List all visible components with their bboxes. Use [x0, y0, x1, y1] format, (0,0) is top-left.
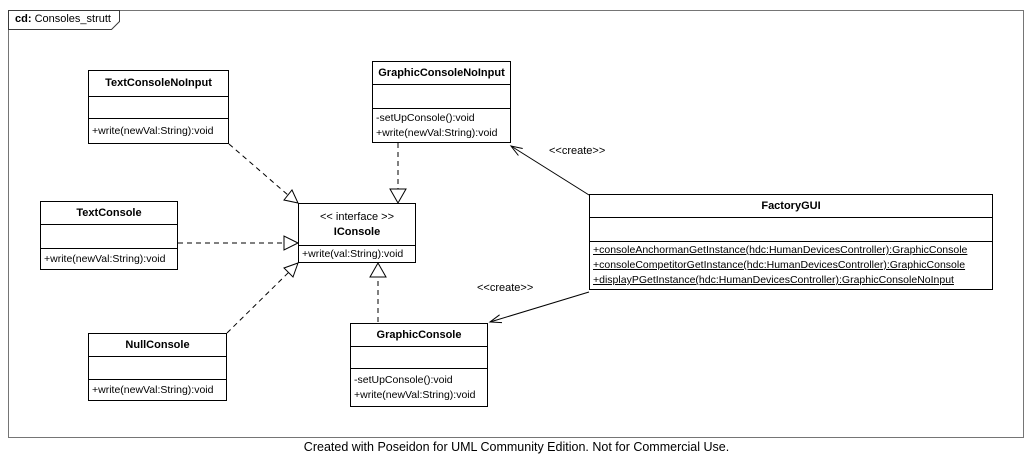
attributes-compartment	[351, 346, 487, 368]
static-method: +displayPGetInstance(hdc:HumanDevicesCon…	[593, 274, 954, 286]
method: -setUpConsole():void	[376, 111, 475, 124]
create-dependency-factorygui-graphicconsolenoinput[interactable]	[509, 145, 590, 196]
class-name: TextConsole	[76, 206, 142, 219]
class-name: GraphicConsoleNoInput	[378, 66, 505, 79]
methods-compartment: +consoleAnchormanGetInstance(hdc:HumanDe…	[590, 241, 992, 289]
realization-textconsolenoinput-iconsole[interactable]	[228, 143, 299, 204]
attributes-compartment	[89, 96, 228, 118]
class-name: NullConsole	[125, 338, 190, 351]
method: +write(newVal:String):void	[92, 383, 214, 396]
frame-tab-label: cd: Consoles_strutt	[15, 13, 111, 25]
frame-tab-kind: cd:	[15, 13, 32, 25]
poseidon-footer-text: Created with Poseidon for UML Community …	[303, 440, 730, 454]
methods-compartment: -setUpConsole():void +write(newVal:Strin…	[351, 368, 487, 406]
class-box-textconsole[interactable]: TextConsole +write(newVal:String):void	[40, 201, 178, 270]
static-method: +consoleCompetitorGetInstance(hdc:HumanD…	[593, 259, 966, 271]
class-box-nullconsole[interactable]: NullConsole +write(newVal:String):void	[88, 333, 227, 401]
frame-tab	[8, 10, 120, 30]
method: +write(val:String):void	[302, 247, 404, 260]
class-box-graphicconsole[interactable]: GraphicConsole -setUpConsole():void +wri…	[350, 323, 488, 407]
method: -setUpConsole():void	[354, 373, 453, 386]
attributes-compartment	[590, 217, 992, 241]
realization-graphicconsolenoinput-iconsole[interactable]	[389, 143, 407, 205]
methods-compartment: +write(val:String):void	[299, 245, 415, 262]
diagram-frame	[8, 10, 1024, 438]
attributes-compartment	[89, 356, 226, 379]
class-box-textconsolenoinput[interactable]: TextConsoleNoInput +write(newVal:String)…	[88, 70, 229, 144]
class-name: TextConsoleNoInput	[105, 77, 212, 89]
attributes-compartment	[41, 224, 177, 248]
create-dependency-factorygui-graphicconsole[interactable]	[488, 291, 590, 324]
methods-compartment: +write(newVal:String):void	[41, 248, 177, 269]
methods-compartment: +write(newVal:String):void	[89, 118, 228, 143]
methods-compartment: +write(newVal:String):void	[89, 379, 226, 400]
create-stereotype-label: <<create>>	[549, 145, 606, 157]
method: +write(newVal:String):void	[44, 252, 166, 265]
class-name: GraphicConsole	[376, 328, 462, 341]
class-name: FactoryGUI	[761, 199, 821, 212]
realization-graphicconsole-iconsole[interactable]	[369, 261, 387, 322]
realization-textconsole-iconsole[interactable]	[178, 235, 300, 251]
static-method: +consoleAnchormanGetInstance(hdc:HumanDe…	[593, 244, 968, 256]
method: +write(newVal:String):void	[354, 388, 476, 401]
stereotype-label: << interface >>	[320, 210, 394, 223]
attributes-compartment	[373, 84, 510, 108]
method: +write(newVal:String):void	[92, 124, 214, 137]
class-box-iconsole[interactable]: << interface >> IConsole +write(val:Stri…	[298, 203, 416, 263]
class-box-graphicconsolenoinput[interactable]: GraphicConsoleNoInput -setUpConsole():vo…	[372, 61, 511, 143]
create-stereotype-label: <<create>>	[477, 282, 534, 294]
frame-tab-title: Consoles_strutt	[34, 13, 111, 25]
class-box-factorygui[interactable]: FactoryGUI +consoleAnchormanGetInstance(…	[589, 194, 993, 290]
realization-nullconsole-iconsole[interactable]	[226, 262, 299, 334]
class-name: << interface >> IConsole	[320, 210, 394, 238]
methods-compartment: -setUpConsole():void +write(newVal:Strin…	[373, 108, 510, 142]
method: +write(newVal:String):void	[376, 126, 498, 139]
